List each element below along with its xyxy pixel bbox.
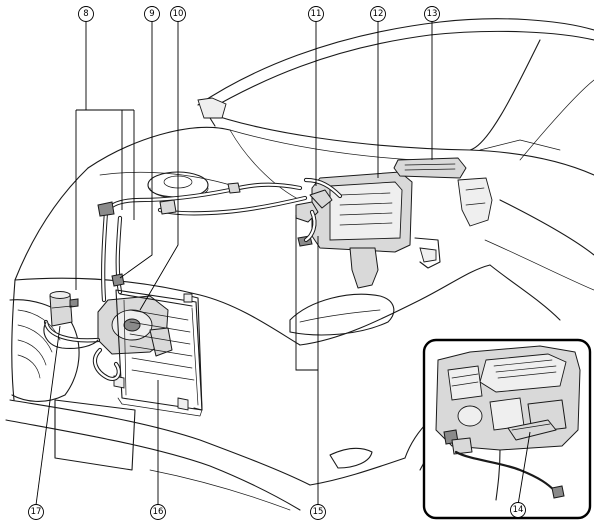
- callout-8: 8: [78, 6, 94, 22]
- svg-text:9: 9: [149, 9, 154, 19]
- cowl-filter-cover: [393, 157, 467, 179]
- callout-13: 13: [424, 6, 440, 22]
- callout-9: 9: [144, 6, 160, 22]
- svg-text:8: 8: [83, 9, 88, 19]
- svg-text:10: 10: [173, 9, 184, 19]
- callout-14: 14: [510, 502, 526, 518]
- callout-12: 12: [370, 6, 386, 22]
- svg-text:13: 13: [427, 9, 438, 19]
- svg-text:17: 17: [31, 507, 42, 517]
- svg-text:16: 16: [153, 507, 164, 517]
- ac-components: [43, 157, 493, 417]
- callout-15: 15: [310, 504, 326, 520]
- callout-11: 11: [308, 6, 324, 22]
- svg-text:11: 11: [311, 9, 322, 19]
- leader-lines: [35, 22, 433, 506]
- callout-10: 10: [170, 6, 186, 22]
- callout-16: 16: [150, 504, 166, 520]
- inset-detail: [422, 338, 592, 520]
- callout-markers: 8 9 10 11 12 13 14 15: [28, 6, 526, 520]
- callout-17: 17: [28, 504, 44, 520]
- svg-text:14: 14: [513, 505, 524, 515]
- svg-text:15: 15: [313, 507, 324, 517]
- svg-text:12: 12: [373, 9, 384, 19]
